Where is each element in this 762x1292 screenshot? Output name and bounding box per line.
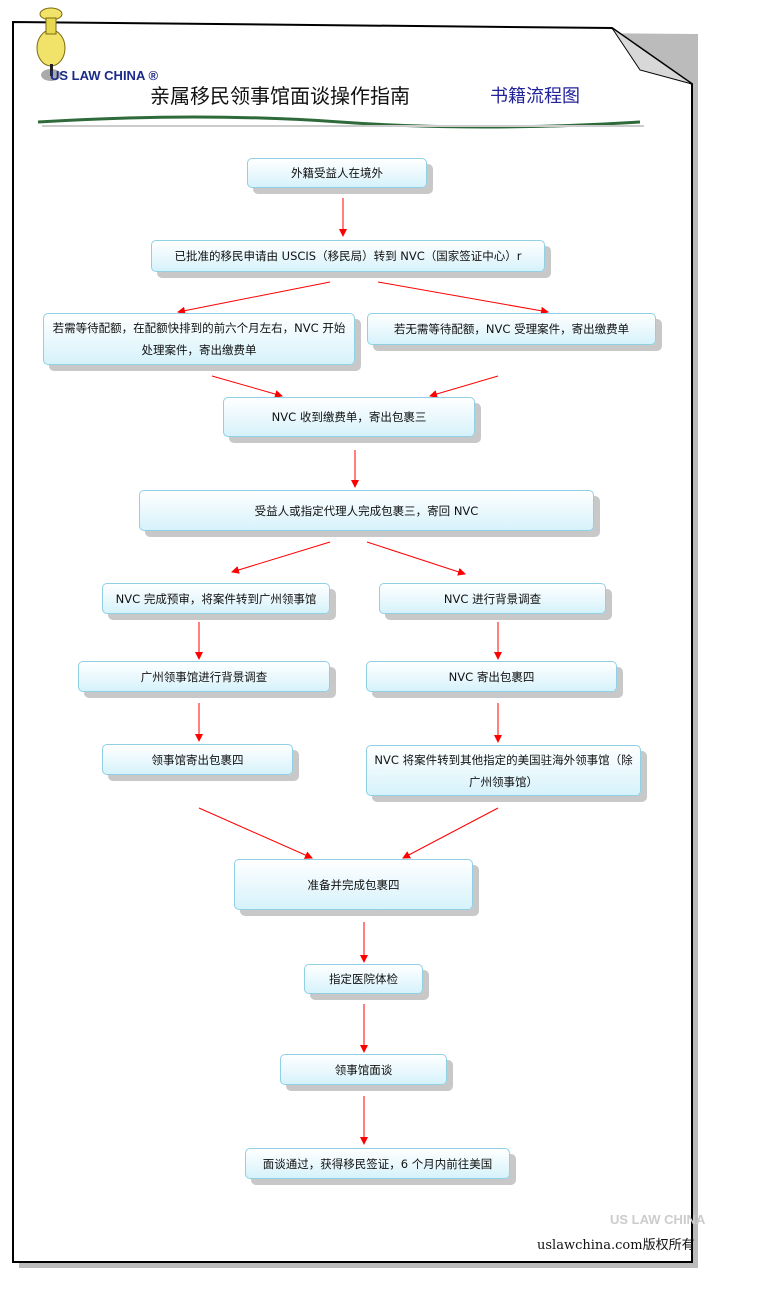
watermark-logo: US LAW CHINA: [610, 1212, 706, 1227]
decorative-vine-divider: [37, 115, 644, 129]
copyright-text: uslawchina.com版权所有: [537, 1238, 695, 1253]
node-nvc-sends-package-4: NVC 寄出包裹四: [366, 661, 617, 692]
node-beneficiary-abroad: 外籍受益人在境外: [247, 158, 427, 188]
node-nvc-prereview: NVC 完成预审，将案件转到广州领事馆: [102, 583, 330, 614]
page-title: 亲属移民领事馆面谈操作指南: [150, 84, 410, 108]
node-uscis-to-nvc: 已批准的移民申请由 USCIS（移民局）转到 NVC（国家签证中心）r: [151, 240, 545, 272]
node-consulate-sends-package-4: 领事馆寄出包裹四: [102, 744, 293, 775]
flow-arrows: [177, 198, 549, 1145]
node-complete-package-3: 受益人或指定代理人完成包裹三，寄回 NVC: [139, 490, 594, 531]
page-subtitle: 书籍流程图: [490, 86, 580, 107]
node-wait-quota: 若需等待配额，在配额快排到的前六个月左右，NVC 开始处理案件，寄出缴费单: [43, 313, 355, 365]
pushpin-icon: [36, 7, 66, 81]
node-guangzhou-background-check: 广州领事馆进行背景调查: [78, 661, 330, 692]
node-prepare-package-4: 准备并完成包裹四: [234, 859, 473, 910]
node-consulate-interview: 领事馆面谈: [280, 1054, 447, 1085]
node-nvc-transfer-other-consulate: NVC 将案件转到其他指定的美国驻海外领事馆（除广州领事馆）: [366, 745, 641, 796]
node-nvc-receives-fee: NVC 收到缴费单，寄出包裹三: [223, 397, 475, 437]
node-visa-granted: 面谈通过，获得移民签证，6 个月内前往美国: [245, 1148, 510, 1179]
node-medical-exam: 指定医院体检: [304, 964, 423, 994]
node-no-wait-quota: 若无需等待配额，NVC 受理案件，寄出缴费单: [367, 313, 656, 345]
uslawchina-logo: US LAW CHINA ®: [50, 68, 159, 83]
node-nvc-background-check: NVC 进行背景调查: [379, 583, 606, 614]
